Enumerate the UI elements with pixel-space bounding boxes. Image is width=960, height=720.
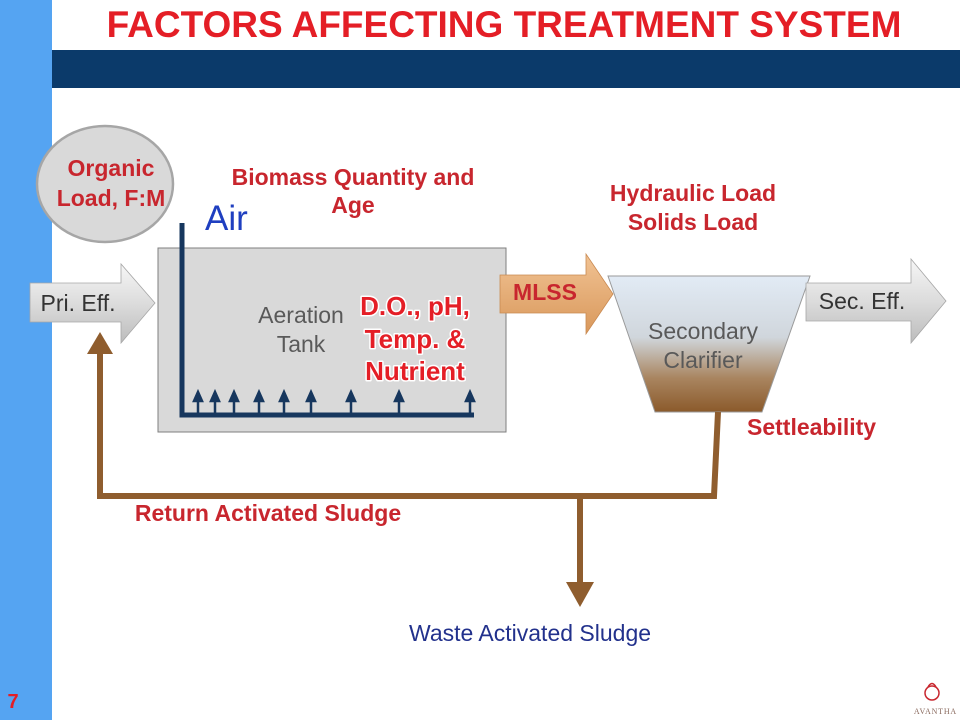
hydraulic-solids-label-line: Hydraulic Load xyxy=(610,180,776,206)
hydraulic-solids-label-line: Solids Load xyxy=(628,209,758,235)
air-diffuser-arrows xyxy=(192,388,476,413)
mlss-arrow xyxy=(499,252,614,336)
return-sludge-label: Return Activated Sludge xyxy=(135,500,401,526)
air-bubble-arrow xyxy=(464,388,476,413)
slide-title: FACTORS AFFECTING TREATMENT SYSTEM xyxy=(107,4,902,45)
air-bubble-arrow xyxy=(278,388,290,413)
air-label: Air xyxy=(205,199,248,238)
air-bubble-arrow xyxy=(192,388,204,413)
biomass-label-line: Biomass Quantity and xyxy=(232,164,475,190)
air-supply-pipe xyxy=(179,223,474,418)
air-bubble-arrow xyxy=(305,388,317,413)
waste-sludge-arrowhead xyxy=(566,582,594,607)
header-band xyxy=(52,50,960,88)
air-bubble-arrow xyxy=(209,388,221,413)
organic-load-bubble xyxy=(35,124,175,244)
tank-conditions-label-line: Nutrient xyxy=(365,356,465,386)
logo-flame xyxy=(927,682,937,688)
aeration-tank-label-line: Aeration xyxy=(258,302,344,328)
page-number: 7 xyxy=(7,691,18,713)
air-bubble-arrow xyxy=(253,388,265,413)
biomass-label-line: Age xyxy=(331,192,374,218)
air-bubble-arrow xyxy=(393,388,405,413)
primary-effluent-arrow xyxy=(29,262,156,345)
avantha-logo-text: AVANTHA xyxy=(914,707,957,716)
waste-sludge-label: Waste Activated Sludge xyxy=(409,620,651,646)
avantha-logo: AVANTHA xyxy=(914,682,957,716)
logo-ring xyxy=(924,685,940,701)
left-accent-bar xyxy=(0,0,52,720)
mlss-label: MLSS xyxy=(513,279,577,305)
secondary-effluent-arrow xyxy=(805,257,947,345)
air-bubble-arrow xyxy=(228,388,240,413)
organic-load-label-line: Load, F:M xyxy=(57,185,166,211)
tank-conditions-label-line: Temp. & xyxy=(365,324,466,354)
air-bubble-arrow xyxy=(345,388,357,413)
primary-effluent-label: Pri. Eff. xyxy=(41,290,116,316)
secondary-clarifier xyxy=(607,275,811,413)
tank-conditions-label-line: D.O., pH, xyxy=(360,291,470,321)
settleability-label: Settleability xyxy=(747,414,876,440)
secondary-clarifier-label-line: Clarifier xyxy=(663,347,743,373)
avantha-logo-icon xyxy=(924,682,940,701)
return-sludge-arrowhead xyxy=(87,332,113,354)
return-sludge-pipe xyxy=(97,350,721,499)
organic-load-label-line: Organic xyxy=(68,155,155,181)
aeration-tank-label-line: Tank xyxy=(277,331,326,357)
secondary-effluent-label: Sec. Eff. xyxy=(819,288,906,314)
secondary-clarifier-label-line: Secondary xyxy=(648,318,758,344)
